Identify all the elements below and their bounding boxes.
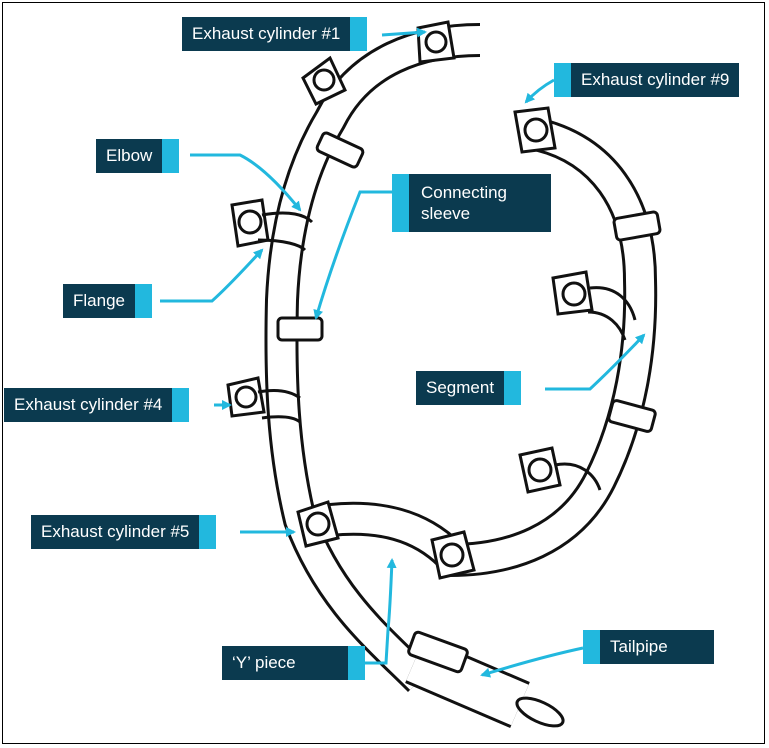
elbow-stubs xyxy=(257,211,637,491)
leader-lines xyxy=(160,27,646,678)
leader-connecting-sleeve xyxy=(313,190,392,320)
leader-segment xyxy=(545,333,646,391)
label-exhaust-cylinder-9: Exhaust cylinder #9 xyxy=(554,63,740,97)
label-text: Connecting sleeve xyxy=(409,174,551,232)
label-tab xyxy=(504,371,522,405)
leader-exhaust-cylinder-9 xyxy=(524,78,555,104)
leader-elbow xyxy=(190,153,302,212)
label-tab xyxy=(199,515,217,549)
label-text: Tailpipe xyxy=(600,630,714,664)
right-manifold-pipe xyxy=(449,118,658,577)
label-text: ‘Y’ piece xyxy=(222,646,348,680)
label-text: Flange xyxy=(63,284,135,318)
label-flange: Flange xyxy=(63,284,152,318)
label-text: Exhaust cylinder #1 xyxy=(182,17,351,51)
label-exhaust-cylinder-4: Exhaust cylinder #4 xyxy=(4,388,190,422)
label-text: Exhaust cylinder #4 xyxy=(4,388,173,422)
connecting-sleeves xyxy=(276,131,662,674)
label-tab xyxy=(350,17,368,51)
label-tab xyxy=(392,174,409,232)
label-tab xyxy=(348,646,365,680)
label-segment: Segment xyxy=(416,371,522,405)
label-tailpipe: Tailpipe xyxy=(583,630,714,664)
label-text: Segment xyxy=(416,371,505,405)
label-tab xyxy=(554,63,571,97)
leader-flange xyxy=(160,248,264,303)
label-exhaust-cylinder-5: Exhaust cylinder #5 xyxy=(31,515,217,549)
label-tab xyxy=(583,630,600,664)
label-tab xyxy=(134,284,152,318)
label-text: Exhaust cylinder #5 xyxy=(31,515,200,549)
label-tab xyxy=(172,388,190,422)
label-tab xyxy=(162,139,180,173)
leader-tailpipe xyxy=(480,646,584,678)
leader-y-piece xyxy=(364,558,397,665)
left-manifold-pipe xyxy=(264,23,481,693)
leader-exhaust-cylinder-1 xyxy=(381,27,427,38)
label-text: Exhaust cylinder #9 xyxy=(571,63,740,97)
label-connecting-sleeve: Connecting sleeve xyxy=(392,174,551,232)
label-y-piece: ‘Y’ piece xyxy=(222,646,365,680)
label-elbow: Elbow xyxy=(96,139,180,173)
label-exhaust-cylinder-1: Exhaust cylinder #1 xyxy=(182,17,368,51)
cylinder-flanges xyxy=(226,20,594,580)
label-text: Elbow xyxy=(96,139,163,173)
